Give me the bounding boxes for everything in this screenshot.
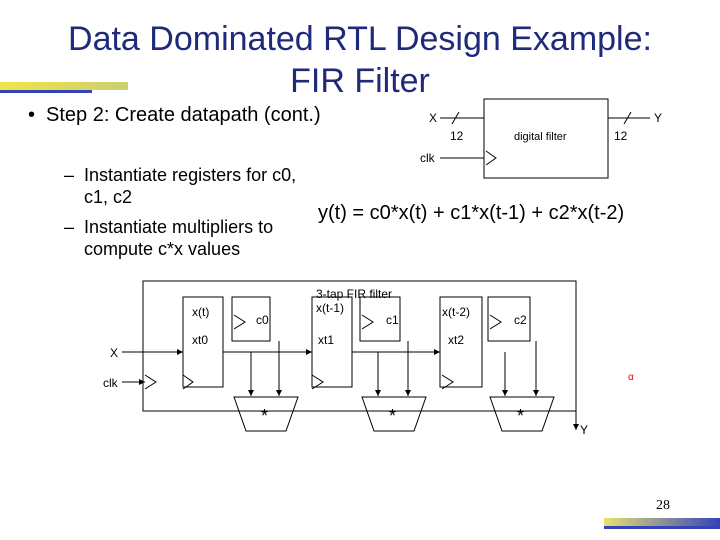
sub-bullet-text: Instantiate registers for c0, c1, c2 [84,165,297,207]
output-bus-slash [623,111,632,125]
decor-bar-top [0,82,128,90]
arrowhead [276,390,282,396]
block-input-width: 12 [450,129,464,143]
arrowhead [533,390,539,396]
register-xt1-name: xt1 [318,333,334,347]
arrowhead [502,390,508,396]
clk-triangle [311,374,324,390]
datapath-output-y: Y [580,423,588,437]
multiplier-2 [489,396,555,432]
register-xt2 [439,296,483,388]
filter-equation: y(t) = c0*x(t) + c1*x(t-1) + c2*x(t-2) [318,202,625,224]
register-xt1 [311,296,353,388]
register-xt0 [182,296,224,388]
arrowhead [405,390,411,396]
arrowhead [573,424,579,430]
register-c0-label: c0 [256,313,269,327]
arrowhead [434,349,440,355]
multiplier-symbol: * [389,406,396,426]
register-c2 [487,296,531,342]
title-line-2: FIR Filter [290,62,430,100]
bullet-text: Step 2: Create datapath (cont.) [46,104,321,126]
arrowhead [139,379,145,385]
decor-bar-bottom [604,518,720,526]
bullet-symbol: • [28,104,36,126]
multiplier-symbol: * [261,406,268,426]
register-c0 [231,296,271,342]
sub-bullet-text: Instantiate multipliers to compute c*x v… [84,217,274,259]
filter-caption-line-1: 3-tap FIR filter [316,287,392,301]
stray-mark: α [628,372,634,383]
arrowhead [177,349,183,355]
arrowhead [248,390,254,396]
clk-triangle [441,374,454,390]
clk-triangle [485,150,497,166]
page-title: Data Dominated RTL Design Example: FIR F… [0,18,720,102]
decor-bar-bottom-blue [604,526,720,529]
filter-caption-line-2: x(t-1) [316,301,344,315]
multiplier-symbol: * [517,406,524,426]
register-xt2-name: xt2 [448,333,464,347]
multiplier-0 [233,396,299,432]
clk-triangle [233,314,246,330]
multiplier-1 [361,396,427,432]
register-c1-label: c1 [386,313,399,327]
datapath-input-clk: clk [103,376,119,390]
clk-triangle [144,374,157,390]
digital-filter-block [483,98,609,179]
clk-triangle [489,314,502,330]
decor-bar-top-blue [0,90,92,93]
block-output-width: 12 [614,129,628,143]
sub-bullet-symbol: – [64,217,75,237]
arrowhead [375,390,381,396]
datapath-border [142,280,577,412]
clk-triangle [361,314,374,330]
block-output-label: Y [654,111,662,125]
block-name-label: digital filter [514,131,567,143]
register-xt2-label: x(t-2) [442,305,470,319]
register-xt0-name: xt0 [192,333,208,347]
block-clk-label: clk [420,151,436,165]
datapath-input-x: X [110,346,118,360]
input-bus-slash [451,111,460,125]
arrowhead [306,349,312,355]
sub-bullet-symbol: – [64,165,75,185]
page-number: 28 [656,498,670,513]
register-xt-label: x(t) [192,305,209,319]
register-c2-label: c2 [514,313,527,327]
register-c1 [359,296,401,342]
block-input-label: X [429,111,437,125]
clk-triangle [182,374,194,390]
title-line-1: Data Dominated RTL Design Example: [68,20,652,58]
